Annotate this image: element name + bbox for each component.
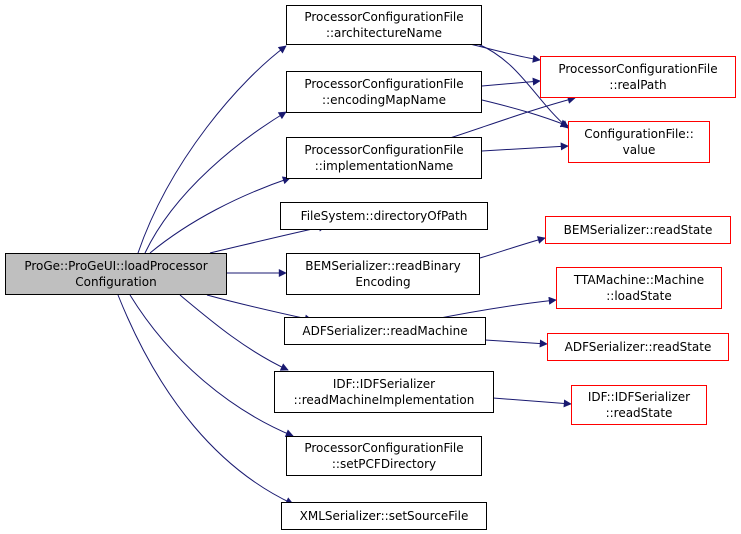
node-read-machine-implementation[interactable]: IDF::IDFSerializer ::readMachineImplemen… — [274, 371, 494, 413]
edge-implementation-name-to-real-path — [449, 95, 576, 139]
node-label-line1: IDF::IDFSerializer — [587, 390, 691, 404]
node-label-line2: ::setPCFDirectory — [331, 457, 437, 471]
node-label-line2: ::realPath — [609, 78, 667, 92]
node-label-line2: Configuration — [75, 275, 157, 289]
node-label-line2: ::encodingMapName — [322, 93, 446, 107]
edge-root-to-encoding-map-name — [144, 111, 287, 254]
node-load-processor-configuration: ProGe::ProGeUI::loadProcessor Configurat… — [5, 253, 227, 295]
node-label-line1: XMLSerializer::setSourceFile — [299, 509, 469, 523]
node-set-pcf-directory[interactable]: ProcessorConfigurationFile ::setPCFDirec… — [286, 436, 482, 476]
node-label-line1: TTAMachine::Machine — [573, 273, 705, 287]
node-adf-read-state[interactable]: ADFSerializer::readState — [547, 333, 729, 361]
node-label-line2: ::readMachineImplementation — [293, 393, 475, 407]
node-label-line1: ProcessorConfigurationFile — [304, 10, 464, 24]
node-label-line1: ProGe::ProGeUI::loadProcessor — [24, 259, 208, 273]
node-machine-load-state[interactable]: TTAMachine::Machine ::loadState — [556, 267, 722, 309]
edge-read-machine-to-adf-read-state — [484, 339, 548, 348]
node-label-line1: BEMSerializer::readBinary — [305, 259, 461, 273]
node-set-source-file[interactable]: XMLSerializer::setSourceFile — [281, 502, 487, 530]
node-directory-of-path[interactable]: FileSystem::directoryOfPath — [280, 202, 488, 230]
node-read-machine[interactable]: ADFSerializer::readMachine — [284, 317, 486, 345]
node-label-line1: ProcessorConfigurationFile — [304, 77, 464, 91]
node-label-line1: FileSystem::directoryOfPath — [300, 209, 468, 223]
node-label-line2: value — [622, 143, 656, 157]
node-read-binary-encoding[interactable]: BEMSerializer::readBinary Encoding — [286, 253, 480, 295]
node-label-line2: Encoding — [355, 275, 411, 289]
node-bem-read-state[interactable]: BEMSerializer::readState — [545, 216, 731, 244]
node-idf-read-state[interactable]: IDF::IDFSerializer ::readState — [571, 385, 707, 425]
node-label-line1: IDF::IDFSerializer — [332, 377, 436, 391]
node-label-line1: ADFSerializer::readMachine — [302, 324, 468, 338]
node-architecture-name[interactable]: ProcessorConfigurationFile ::architectur… — [286, 5, 482, 45]
edge-architecture-name-to-real-path — [469, 43, 541, 63]
edge-root-to-set-pcf-directory — [129, 294, 294, 437]
node-configuration-file-value[interactable]: ConfigurationFile:: value — [568, 121, 710, 163]
edge-root-to-directory-of-path — [209, 223, 327, 254]
node-label-line1: ProcessorConfigurationFile — [558, 62, 718, 76]
node-label-line1: ProcessorConfigurationFile — [304, 441, 464, 455]
edge-root-to-implementation-name — [149, 176, 291, 254]
edge-root-to-architecture-name — [137, 45, 287, 254]
node-label-line1: BEMSerializer::readState — [563, 223, 713, 237]
edge-read-machine-implementation-to-idf-read-state — [492, 397, 572, 408]
node-encoding-map-name[interactable]: ProcessorConfigurationFile ::encodingMap… — [286, 71, 482, 113]
edge-read-binary-encoding-to-read-state — [479, 236, 546, 259]
edge-root-to-set-source-file — [117, 294, 294, 505]
node-label-line2: ::readState — [605, 406, 673, 420]
node-label-line1: ProcessorConfigurationFile — [304, 143, 464, 157]
node-label-line1: ConfigurationFile:: — [584, 127, 694, 141]
node-label-line2: ::loadState — [606, 289, 672, 303]
edge-root-to-read-machine-implementation — [179, 294, 289, 371]
node-label-line2: ::architectureName — [325, 26, 443, 40]
node-real-path[interactable]: ProcessorConfigurationFile ::realPath — [540, 56, 736, 98]
node-label-line1: ADFSerializer::readState — [564, 340, 712, 354]
node-label-line2: ::implementationName — [314, 159, 454, 173]
edge-implementation-name-to-config-value — [481, 142, 569, 152]
edge-encoding-map-name-to-real-path — [481, 77, 541, 87]
node-implementation-name[interactable]: ProcessorConfigurationFile ::implementat… — [286, 137, 482, 179]
